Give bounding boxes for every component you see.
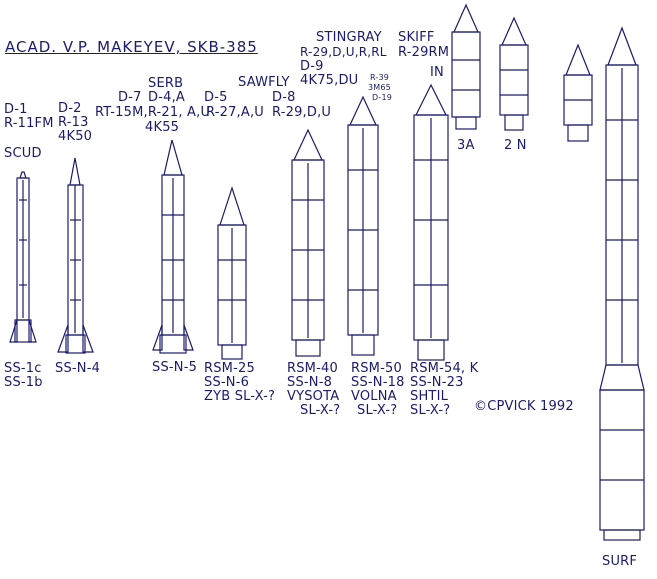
serb-designation-a: D-7 [118,90,142,105]
sawfly-nato-2: SS-N-8 [287,375,333,390]
ss-n-4-missile-drawing [57,157,94,354]
stingray-small-2: 3M65 [368,83,391,92]
scud-name: SCUD [4,146,42,161]
stingray-designation-2: D-9 [300,59,324,74]
stingray-nato-2: SS-N-18 [351,375,405,390]
ss-n-5-missile-drawing [152,139,194,354]
d5-designation-1: D-5 [204,90,228,105]
stingray-nato-1: RSM-50 [351,361,402,376]
stage-3a-drawing [451,3,481,130]
serb-designation-b: D-4,A [148,90,185,105]
sawfly-designation-2: R-29,D,U [272,105,332,120]
skiff-name: SKIFF [398,30,435,45]
sawfly-nato-3: VYSOTA [287,389,340,404]
skiff-nato-3: SHTIL [410,389,449,404]
stingray-designation-3: 4K75,DU [300,73,359,88]
sawfly-designation-1: D-8 [272,90,296,105]
sawfly-name: SAWFLY [238,75,290,90]
d2-nato: SS-N-4 [55,361,101,376]
skiff-designation-1: R-29RM [398,45,450,60]
sawfly-nato-1: RSM-40 [287,361,338,376]
stage-2n-label: 2 N [504,138,527,153]
serb-designation-c: RT-15M,R-21, A,U [95,105,211,120]
skiff-nato-4: SL-X-? [410,403,451,418]
stage-3a-label: 3A [457,138,475,153]
stingray-designation-1: R-29,D,U,R,RL [300,45,387,59]
d5-nato-1: RSM-25 [204,361,255,376]
d5-nato-3: ZYB SL-X-? [204,389,276,404]
skiff-designation-2: IN [430,65,444,80]
stingray-nato-4: SL-X-? [357,403,398,418]
scud-designation-1: D-1 [4,102,28,117]
skiff-nato-2: SS-N-23 [410,375,464,390]
d2-designation-3: 4K50 [58,129,93,144]
serb-designation-d: 4K55 [145,120,180,135]
scud-nato-2: SS-1b [4,375,43,390]
scud-designation-2: R-11FM [4,116,54,131]
sawfly-nato-4: SL-X-? [300,403,341,418]
d5-designation-2: R-27,A,U [206,105,265,120]
stingray-small-1: R-39 [370,73,390,82]
upper-stage-drawing [563,43,593,142]
stage-2n-drawing [499,16,529,131]
rsm-54-missile-drawing [413,83,449,361]
scud-missile-drawing [9,171,37,343]
rsm-40-missile-drawing [291,128,325,357]
page-title: ACAD. V.P. MAKEYEV, SKB-385 [5,38,258,56]
scud-nato-1: SS-1c [4,361,42,376]
stingray-small-3: D-19 [372,93,393,102]
copyright-credit: ©CPVICK 1992 [474,399,574,414]
rsm-25-missile-drawing [217,186,247,360]
stingray-name: STINGRAY [316,30,382,45]
serb-nato: SS-N-5 [152,360,198,375]
rsm-50-missile-drawing [347,95,379,356]
d5-nato-2: SS-N-6 [204,375,250,390]
surf-name: SURF [602,554,638,569]
surf-rocket-drawing [599,26,645,541]
skiff-nato-1: RSM-54, K [410,361,479,376]
d2-designation-2: R-13 [58,115,89,130]
stingray-nato-3: VOLNA [351,389,397,404]
d2-designation-1: D-2 [58,101,82,116]
serb-name: SERB [148,76,184,91]
